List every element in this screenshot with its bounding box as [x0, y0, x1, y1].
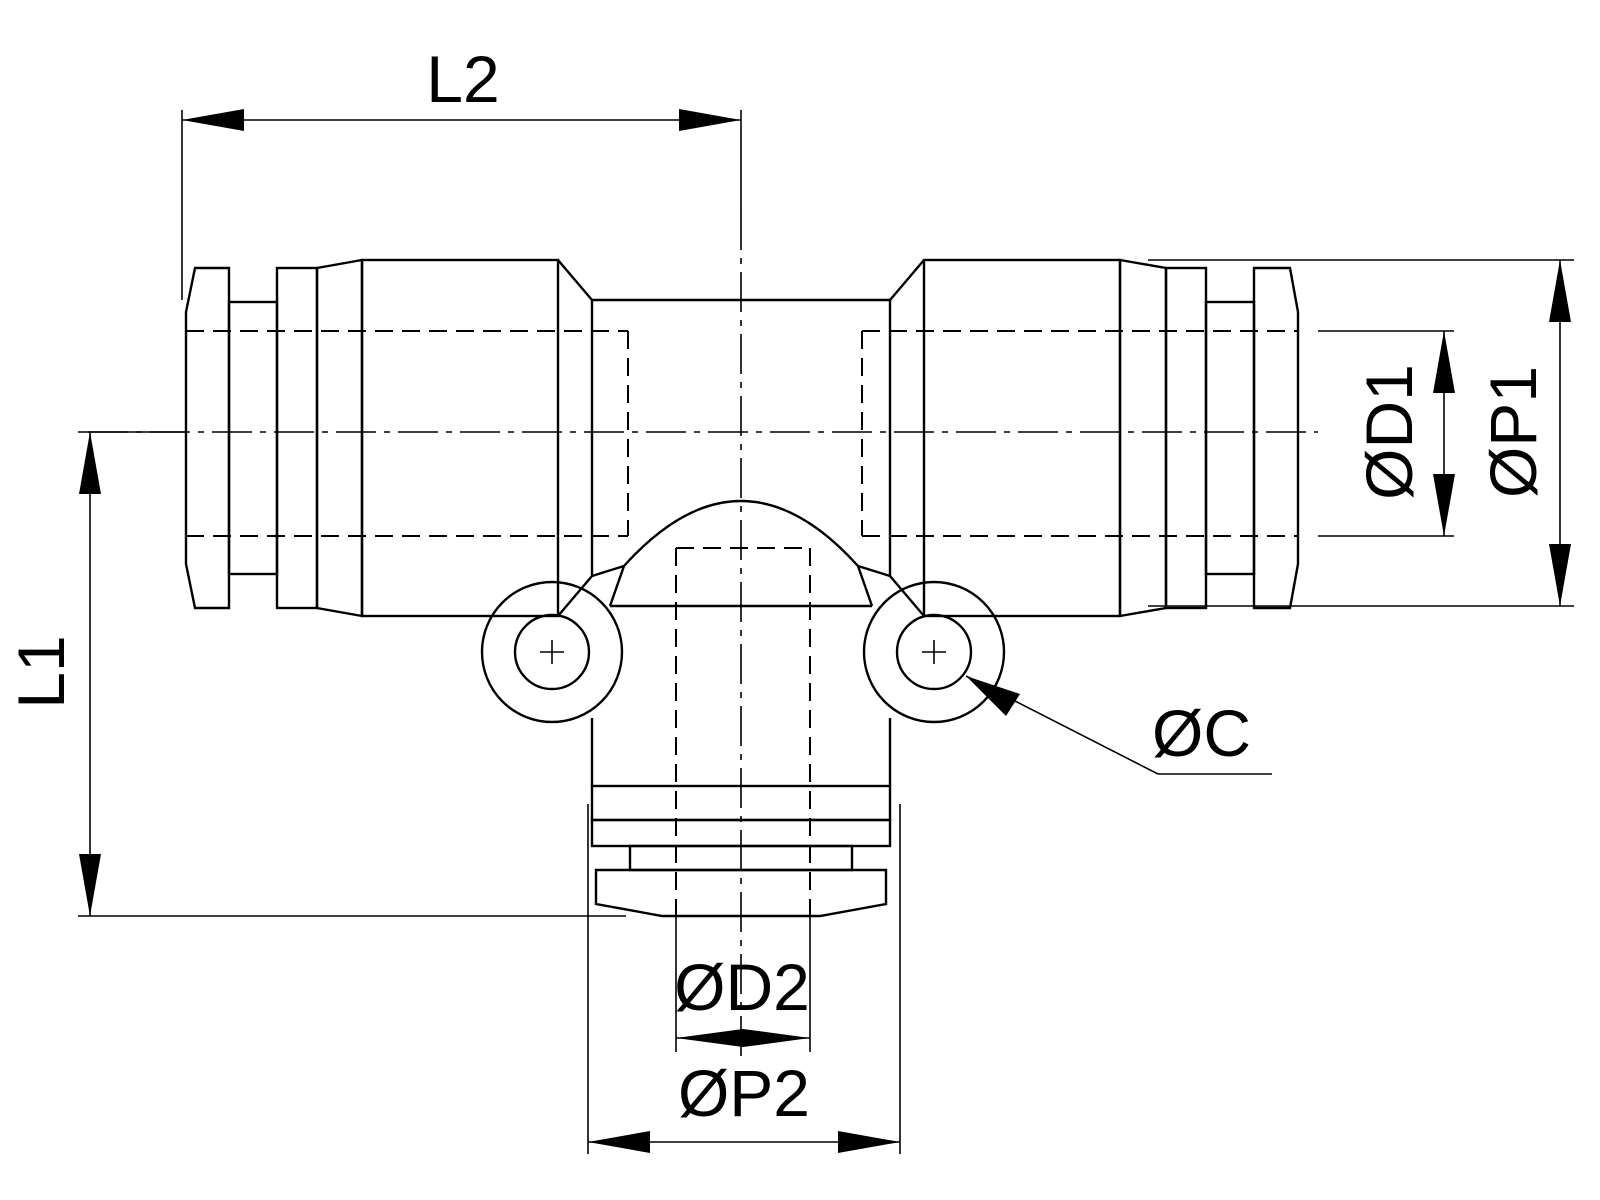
- mounting-lug-left: [480, 580, 624, 724]
- dimension-l2: L2: [181, 42, 742, 300]
- hidden-bore-lines: [186, 330, 1298, 916]
- label-od2: ØD2: [674, 950, 810, 1024]
- centre-lines: [88, 210, 1318, 1060]
- label-l2: L2: [426, 42, 499, 116]
- right-arm: [889, 258, 1300, 618]
- label-op2: ØP2: [678, 1056, 810, 1130]
- centre-block: [590, 298, 892, 608]
- dimension-l1: L1: [4, 431, 626, 917]
- dimension-op1: ØP1: [1148, 259, 1574, 607]
- mounting-lug-right: [862, 580, 1006, 724]
- label-op1: ØP1: [1476, 366, 1550, 498]
- left-arm: [184, 258, 593, 618]
- dimension-op2: ØP2: [587, 804, 901, 1154]
- dimension-od1: ØD1: [1318, 330, 1455, 537]
- dimension-od2: ØD2: [674, 916, 811, 1052]
- label-od1: ØD1: [1352, 364, 1426, 500]
- label-l1: L1: [4, 635, 78, 708]
- leader-oc: ØC: [965, 675, 1272, 775]
- label-oc: ØC: [1152, 696, 1251, 770]
